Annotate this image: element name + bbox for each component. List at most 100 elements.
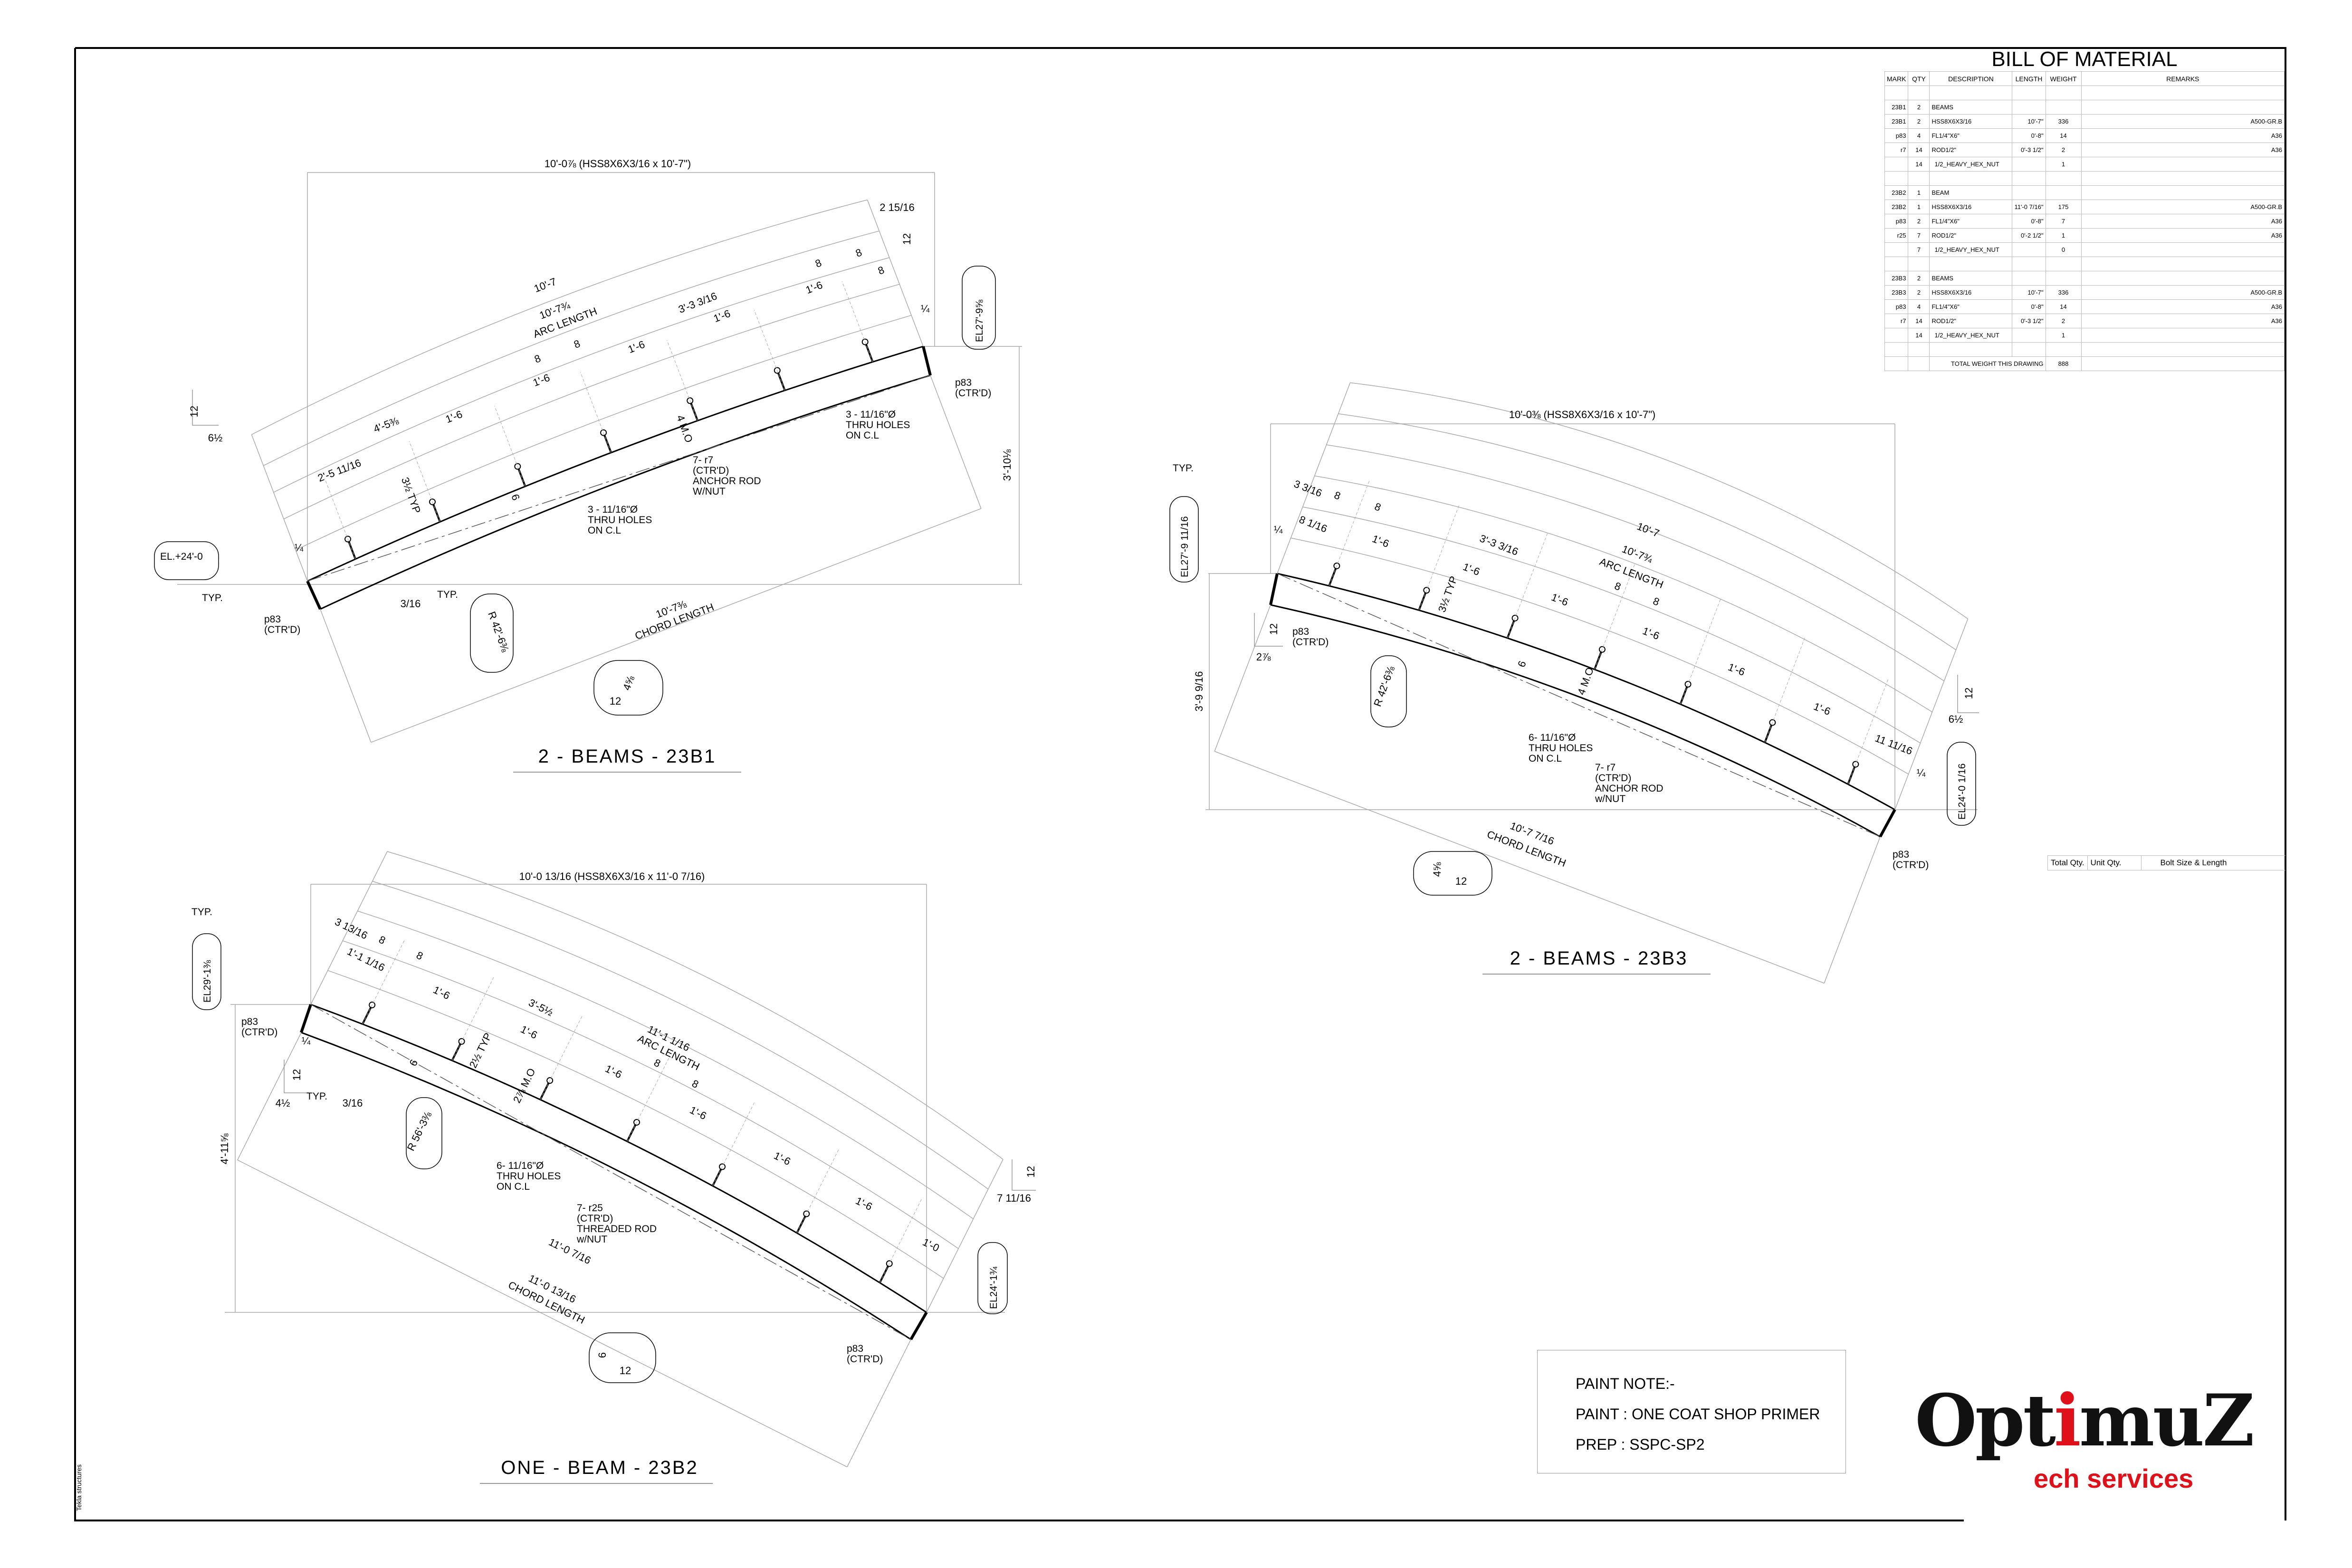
dim-label: 4 M.O <box>674 413 695 444</box>
bom-cell: FL1/4"X6" <box>1929 299 2013 314</box>
bom-cell: A36 <box>2081 314 2285 328</box>
rod-note: 7- r25 <box>577 1203 603 1214</box>
bom-cell <box>2081 257 2285 271</box>
dim-label: 6 <box>509 492 522 502</box>
dim-label: 6½ <box>208 432 223 444</box>
beam-bottom-edge <box>1270 604 1881 838</box>
dim-label: 12 <box>291 1069 303 1080</box>
bom-cell <box>1884 86 1909 100</box>
dim-label: 1'-0 <box>921 1236 941 1254</box>
beam-geometry <box>177 172 1979 1467</box>
bom-cell <box>2045 271 2082 286</box>
end-plate <box>300 1004 312 1033</box>
dim-label: 2⅞ <box>1256 651 1271 663</box>
bom-cell: BEAMS <box>1929 100 2013 115</box>
col-qty: QTY <box>1908 71 1930 86</box>
holes-note: THRU HOLES <box>846 420 910 430</box>
extension-line <box>1680 599 1721 705</box>
rod-note: w/NUT <box>1595 794 1625 804</box>
dim-label: 4⅝ <box>1431 862 1443 877</box>
slope-triangle <box>1012 1159 1036 1191</box>
center-line <box>307 375 931 582</box>
dim-label: 1'-6 <box>531 372 552 389</box>
dim-label: 4½ <box>276 1097 290 1109</box>
extension-line <box>540 1015 583 1100</box>
extension-line <box>324 478 356 559</box>
arc-length-label: ARC LENGTH <box>1598 555 1665 591</box>
plate-label: (CTR'D) <box>847 1354 883 1365</box>
bom-cell: 2 <box>2045 143 2082 157</box>
elevation-label: EL27'-9⅝ <box>974 299 985 342</box>
dim-label: ¼ <box>921 303 930 315</box>
bom-cell: 2 <box>1908 100 1930 115</box>
holes-note: THRU HOLES <box>497 1171 561 1182</box>
bom-cell <box>2045 100 2082 115</box>
bom-cell: 14 <box>1908 314 1930 328</box>
bolt-col-size: Bolt Size & Length <box>2160 858 2227 867</box>
arc-dimension-line <box>1350 382 1968 619</box>
holes-note: 3 - 11/16"Ø <box>846 409 896 420</box>
extension-line <box>320 609 372 743</box>
arc-dimension-line <box>387 851 1004 1160</box>
elevation-cloud <box>1169 496 1199 583</box>
end-plate <box>306 580 322 610</box>
bom-cell <box>2012 171 2046 186</box>
bom-cell: 23B3 <box>1884 285 1909 300</box>
bom-cell: 2 <box>1908 214 1930 229</box>
rod-note: (CTR'D) <box>1595 773 1631 784</box>
end-plate <box>1269 573 1279 605</box>
bom-cell: 1 <box>1908 200 1930 214</box>
arc-dimension-line <box>1291 537 1909 774</box>
extension-line <box>1824 836 1881 984</box>
dim-label: 6½ <box>1949 713 1963 725</box>
dim-label: 6 <box>1515 659 1529 669</box>
elevation-label: EL27'-9 11/16 <box>1179 516 1190 577</box>
drawing-23b1: 10'-0⅞ (HSS8X6X3/16 x 10'-7") 10'-7 10'-… <box>154 158 1013 773</box>
paint-note-prep: PREP : SSPC-SP2 <box>1576 1436 1705 1453</box>
dim-label: 3 13/16 <box>333 916 370 942</box>
bom-cell: 14 <box>1908 157 1930 172</box>
arc-dimension-line <box>263 230 880 466</box>
extension-line <box>1214 604 1271 752</box>
rod-note: W/NUT <box>693 486 726 497</box>
bom-cell: ROD1/2" <box>1929 228 2013 243</box>
bom-cell: r25 <box>1884 228 1909 243</box>
radius-label: R 42'-6⅜ <box>1371 664 1397 708</box>
bom-cell <box>2081 157 2285 172</box>
dim-label: 2½ TYP <box>467 1031 494 1070</box>
plate-label: p83 <box>847 1343 863 1354</box>
dim-label: 8 <box>690 1077 700 1090</box>
rod-note: (CTR'D) <box>577 1213 613 1224</box>
extension-line <box>841 281 873 362</box>
bom-cell: p83 <box>1884 214 1909 229</box>
bom-cell: 0'-3 1/2" <box>2012 143 2046 157</box>
dim-label: 1'-6 <box>626 338 647 355</box>
dim-label: 3 3/16 <box>1292 478 1324 499</box>
bolt-table: Total Qty. Unit Qty. Bolt Size & Length <box>2047 855 2285 870</box>
dim-label: 3/16 <box>343 1097 363 1109</box>
arc-dimension-line <box>1314 475 1932 713</box>
beam-top-edge <box>310 1004 927 1313</box>
rod-note: ANCHOR ROD <box>1595 783 1664 794</box>
plate-label: p83 <box>1292 626 1309 637</box>
arc-dimension-line <box>357 910 974 1219</box>
extension-line <box>1764 637 1806 743</box>
dim-label: 1'-6 <box>1641 625 1661 642</box>
dim-label: 12 <box>1455 875 1467 887</box>
bom-title: BILL OF MATERIAL <box>1884 48 2285 72</box>
slope-triangle <box>284 1060 309 1093</box>
rod-note: (CTR'D) <box>693 465 729 476</box>
extension-line <box>930 375 982 509</box>
col-length: LENGTH <box>2012 71 2046 86</box>
elevation-label: EL.+24'-0 <box>160 551 203 562</box>
plate-label: p83 <box>264 614 281 625</box>
dim-label: 1'-6 <box>772 1149 793 1167</box>
bom-cell: 336 <box>2045 114 2082 129</box>
bom-cell: 2 <box>1908 285 1930 300</box>
bom-row <box>1884 171 2285 186</box>
